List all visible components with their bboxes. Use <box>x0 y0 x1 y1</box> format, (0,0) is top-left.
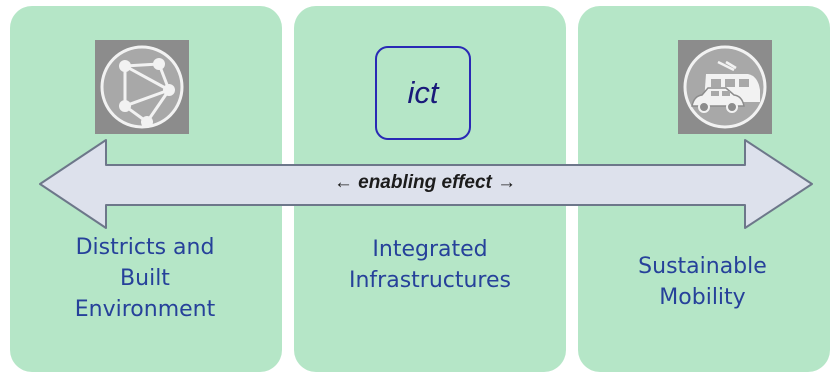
label-line: Sustainable <box>638 254 767 279</box>
label-line: Districts and <box>75 235 215 260</box>
infrastructures-label: Integrated Infrastructures <box>305 234 555 296</box>
label-line: Environment <box>74 297 216 322</box>
network-nodes-icon <box>95 40 189 134</box>
arrow-label: ← enabling effect → <box>333 172 517 193</box>
districts-label: Districts and Built Environment <box>25 232 265 325</box>
label-line: Infrastructures <box>348 268 511 293</box>
label-line: Built <box>120 266 170 291</box>
ict-badge: ict <box>375 46 471 140</box>
train-and-car-icon <box>678 40 772 134</box>
label-line: Integrated <box>372 237 488 262</box>
mobility-label: Sustainable Mobility <box>590 251 815 313</box>
label-line: Mobility <box>659 285 746 310</box>
